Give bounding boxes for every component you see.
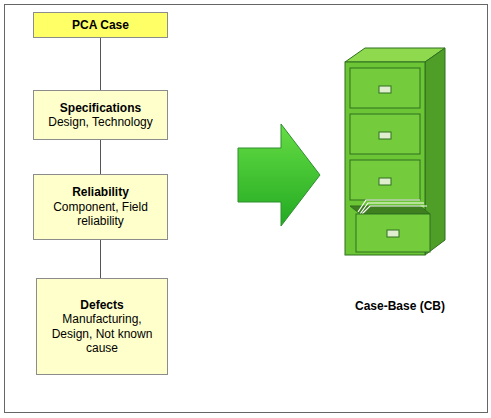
category-box: SpecificationsDesign, Technology (33, 90, 168, 140)
root-box: PCA Case (33, 12, 168, 38)
filing-cabinet (345, 48, 445, 255)
flow-arrow (238, 124, 320, 226)
connector-line (100, 240, 101, 278)
box-heading: Defects (80, 298, 123, 312)
connector-line (100, 140, 101, 174)
category-box: ReliabilityComponent, Field reliability (33, 174, 168, 240)
box-body: Component, Field reliability (39, 200, 162, 229)
connector-line (100, 38, 101, 90)
cabinet-label: Case-Base (CB) (355, 299, 445, 313)
box-body: Manufacturing, Design, Not known cause (42, 312, 162, 355)
box-heading: PCA Case (72, 18, 129, 32)
frame-border (5, 5, 488, 413)
box-heading: Specifications (60, 101, 141, 115)
category-box: DefectsManufacturing, Design, Not known … (36, 278, 168, 375)
box-heading: Reliability (72, 185, 129, 199)
box-body: Design, Technology (48, 115, 153, 129)
